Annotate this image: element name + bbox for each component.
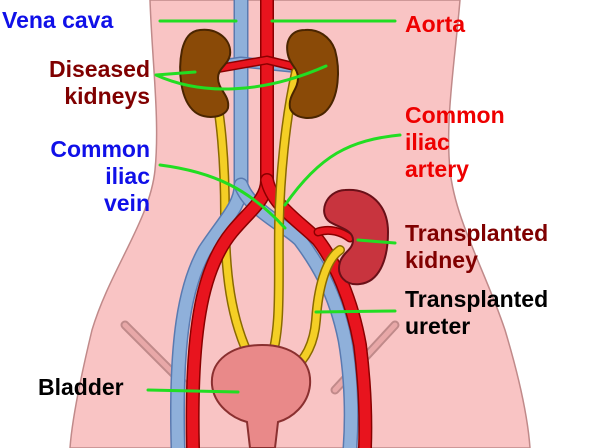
transplanted-kidney xyxy=(323,188,390,286)
label-common-iliac-vein: Common iliac vein xyxy=(50,136,150,217)
label-transplanted-ureter-line1: Transplanted xyxy=(405,286,549,312)
label-vena-cava: Vena cava xyxy=(2,7,114,33)
label-aorta: Aorta xyxy=(405,11,466,37)
label-common-iliac-vein-line1: Common xyxy=(50,136,150,162)
label-transplanted-ureter-line2: ureter xyxy=(405,313,471,339)
label-diseased-kidneys-line2: kidneys xyxy=(64,83,150,109)
label-diseased-kidneys: Diseased kidneys xyxy=(49,56,150,110)
pointer-lines xyxy=(146,19,402,394)
label-common-iliac-vein-line2: iliac xyxy=(105,163,150,189)
label-common-iliac-artery: Common iliac artery xyxy=(405,102,505,183)
right-ureter-fill xyxy=(266,68,300,366)
label-common-iliac-artery-line3: artery xyxy=(405,156,469,182)
label-common-iliac-artery-line1: Common xyxy=(405,102,505,128)
arteries xyxy=(185,0,373,448)
pointer-common-iliac-vein xyxy=(158,163,287,230)
label-transplanted-kidney-line2: kidney xyxy=(405,247,478,273)
label-transplanted-kidney: Transplanted kidney xyxy=(405,220,548,274)
label-diseased-kidneys-line1: Diseased xyxy=(48,56,150,82)
label-common-iliac-artery-line2: iliac xyxy=(405,129,450,155)
left-diseased-kidney xyxy=(179,28,232,118)
pointer-transplanted-ureter xyxy=(314,309,397,314)
label-transplanted-kidney-line1: Transplanted xyxy=(405,220,549,246)
pointer-transplanted-kidney xyxy=(356,238,397,245)
label-common-iliac-vein-line3: vein xyxy=(103,190,150,216)
pointer-bladder xyxy=(146,388,240,394)
right-diseased-kidney xyxy=(286,28,339,119)
label-transplanted-ureter: Transplanted ureter xyxy=(405,286,548,340)
bladder xyxy=(210,343,312,448)
label-bladder: Bladder xyxy=(38,374,124,400)
pointer-diseased-kidneys xyxy=(154,64,328,91)
pointer-common-iliac-artery xyxy=(283,133,402,207)
